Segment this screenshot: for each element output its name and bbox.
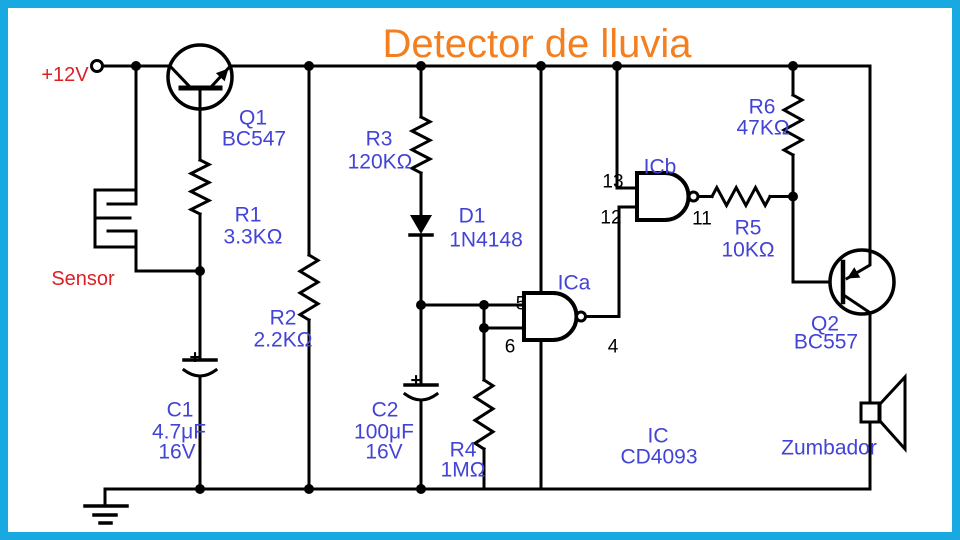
sensor-label: Sensor — [51, 268, 115, 290]
r6-resistor — [780, 64, 845, 284]
r1-ref: R1 — [234, 203, 262, 227]
gate-b-symbol — [635, 171, 714, 222]
r3-resistor — [408, 64, 434, 217]
q2-transistor — [828, 248, 896, 316]
q1-value: BC547 — [221, 127, 287, 151]
ground-symbol — [83, 487, 129, 525]
r6-value: 47KΩ — [736, 116, 790, 140]
gate-a-label: ICa — [557, 271, 591, 295]
r1-value: 3.3KΩ — [223, 225, 283, 249]
junction-dots — [131, 61, 798, 494]
gate-a-pin6: 6 — [504, 336, 516, 358]
circuit-schematic — [83, 43, 907, 525]
sensor-symbol — [93, 64, 202, 273]
c2-ref: C2 — [371, 398, 399, 422]
gate-b-pin13-wire — [615, 64, 639, 190]
r4-resistor — [472, 377, 496, 491]
d1-diode — [408, 215, 434, 307]
q2-ref: Q2 — [810, 312, 840, 336]
r4-value: 1MΩ — [440, 458, 486, 482]
c1-capacitor — [181, 358, 219, 491]
r5-value: 10KΩ — [721, 238, 775, 262]
c2-capacitor — [402, 303, 440, 491]
r6-ref: R6 — [748, 95, 776, 119]
ic-value: CD4093 — [620, 445, 698, 469]
node-wiring — [419, 64, 639, 491]
supply-label: +12V — [41, 64, 89, 86]
gate-a-out-to-b-wire — [584, 205, 639, 318]
c1-value: 4.7μF — [151, 420, 207, 444]
d1-value: 1N4148 — [449, 228, 523, 252]
r5-resistor — [709, 184, 795, 209]
gate-b-label: ICb — [643, 155, 677, 179]
buzzer-label: Zumbador — [781, 436, 877, 460]
gate-a-pin4: 4 — [607, 336, 619, 358]
d1-ref: D1 — [458, 204, 486, 228]
supply-terminal — [90, 59, 104, 73]
c2-value: 100μF — [354, 420, 414, 444]
q2-value: BC557 — [793, 330, 859, 354]
c1-voltage: 16V — [158, 440, 196, 464]
buzzer-symbol — [859, 373, 907, 453]
q1-transistor — [166, 43, 234, 162]
r4-ref: R4 — [449, 438, 477, 462]
r5-ref: R5 — [734, 216, 762, 240]
schematic-title: Detector de lluvia — [382, 22, 692, 66]
gate-b-pin13: 13 — [602, 171, 624, 193]
ic-ref: IC — [647, 424, 669, 448]
gate-b-pin11: 11 — [692, 208, 712, 230]
q1-ref: Q1 — [238, 106, 268, 130]
r2-ref: R2 — [269, 306, 297, 330]
r2-resistor — [297, 64, 321, 491]
c1-ref: C1 — [166, 398, 194, 422]
gate-a-symbol — [522, 291, 587, 342]
r3-ref: R3 — [365, 127, 393, 151]
r2-value: 2.2KΩ — [253, 328, 313, 352]
c2-polarity: + — [410, 370, 422, 392]
gate-b-pin12: 12 — [600, 207, 622, 229]
gate-a-pin5: 5 — [515, 293, 527, 315]
r3-value: 120KΩ — [347, 150, 413, 174]
r1-resistor — [187, 157, 213, 362]
c1-polarity: + — [189, 347, 201, 369]
c2-voltage: 16V — [365, 440, 403, 464]
